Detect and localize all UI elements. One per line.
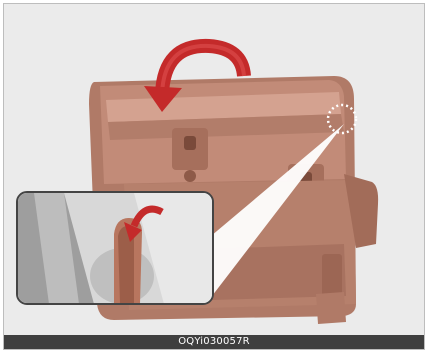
detail-inset — [17, 192, 213, 304]
figure-code: OQYi030057R — [4, 335, 424, 349]
figure: OQYi030057R — [3, 3, 425, 350]
seat-illustration — [4, 4, 424, 337]
